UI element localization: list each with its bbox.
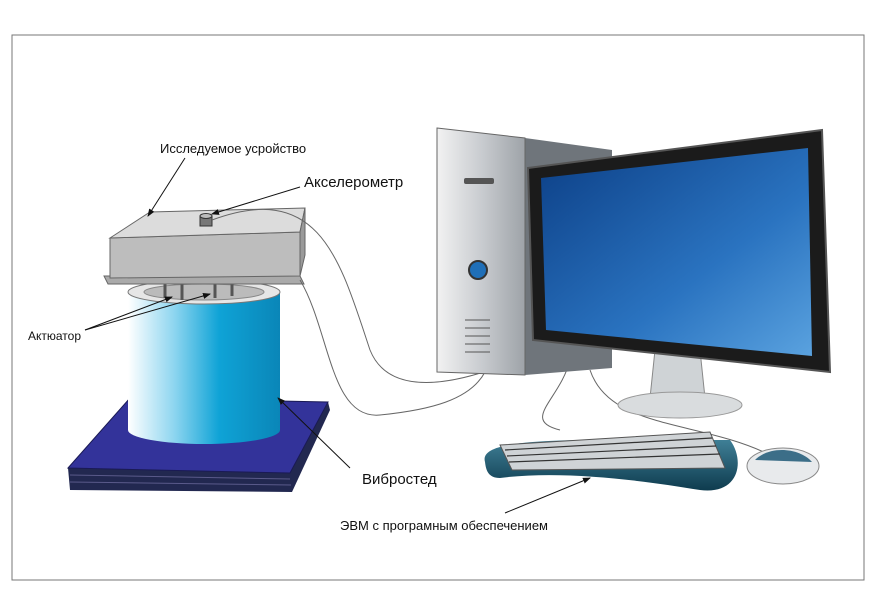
cables xyxy=(211,208,771,456)
keyboard xyxy=(484,431,738,491)
leader-lines xyxy=(84,157,591,514)
monitor xyxy=(526,128,832,419)
label-shaker: Вибростед xyxy=(362,471,437,488)
monitor-screen xyxy=(541,148,812,356)
label-actuator: Актюатор xyxy=(28,329,81,343)
mouse xyxy=(746,447,820,485)
label-device: Исследуемое усройство xyxy=(160,141,306,156)
frame-border xyxy=(11,34,865,581)
label-computer: ЭВМ с програмным обеспечением xyxy=(340,518,548,533)
accelerometer xyxy=(199,213,213,227)
label-accelerometer: Акселерометр xyxy=(304,174,403,191)
